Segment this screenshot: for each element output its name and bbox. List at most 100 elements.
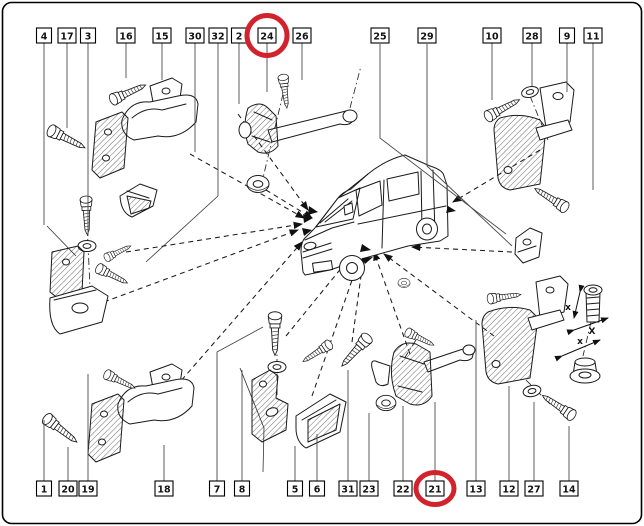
callout-box-26: [292, 27, 312, 44]
callout-box-4: [35, 27, 53, 44]
callout-8: 8: [233, 370, 251, 497]
side-mirror: [343, 202, 354, 216]
part-angle-bracket-30: [119, 183, 158, 218]
part-front-door-upper-hinge: [91, 77, 199, 179]
rear-wheel: [416, 217, 438, 241]
callout-number-7: 7: [214, 485, 221, 496]
leader-line-29: [426, 44, 513, 247]
callout-30: 30: [185, 27, 205, 152]
leader-line-25: [379, 44, 507, 235]
callout-5: 5: [286, 446, 304, 497]
leader-line-7: [216, 326, 264, 481]
callout-number-16: 16: [119, 32, 133, 43]
callout-number-23: 23: [362, 485, 375, 496]
callout-4: 4: [35, 27, 53, 225]
callout-16: 16: [116, 27, 136, 78]
callout-21: 21: [413, 402, 457, 507]
callout-number-20: 20: [61, 485, 75, 496]
headlight: [303, 241, 317, 251]
callout-number-14: 14: [562, 485, 576, 496]
callout-number-2: 2: [236, 32, 243, 43]
callout-number-17: 17: [60, 32, 73, 43]
callout-9: 9: [558, 27, 576, 92]
callout-box-3: [79, 27, 97, 44]
callout-box-14: [559, 480, 579, 497]
callout-12: 12: [499, 386, 519, 497]
callout-17: 17: [57, 27, 77, 128]
part-hinge-left-middle: [49, 245, 109, 335]
part-grommet-26: [246, 175, 270, 193]
callout-11: 11: [583, 27, 603, 190]
callout-number-32: 32: [211, 32, 224, 43]
highlight-circle-21: [413, 470, 457, 507]
callout-number-26: 26: [295, 32, 309, 43]
callout-10: 10: [482, 27, 502, 100]
callout-box-8: [233, 480, 251, 497]
license-plate: [312, 260, 334, 273]
callout-23: 23: [359, 413, 379, 497]
part-nut-23: [375, 394, 397, 412]
callout-1: 1: [35, 420, 53, 497]
callout-box-22: [393, 480, 413, 497]
callout-number-11: 11: [586, 32, 599, 43]
callout-number-4: 4: [41, 32, 48, 43]
callout-number-19: 19: [81, 485, 94, 496]
callout-number-28: 28: [525, 32, 539, 43]
callout-box-7: [208, 480, 226, 497]
callout-box-30: [185, 27, 205, 44]
callout-31: 31: [338, 370, 358, 497]
callout-box-11: [583, 27, 603, 44]
callout-number-15: 15: [155, 32, 168, 43]
callout-29: 29: [417, 27, 513, 247]
callout-18: 18: [154, 445, 174, 497]
part-roller-grommet: [397, 278, 411, 288]
callout-number-22: 22: [396, 485, 409, 496]
callout-number-21: 21: [428, 485, 441, 496]
callout-box-24: [257, 27, 277, 44]
part-front-door-check-strap: [238, 103, 358, 154]
van-illustration: [300, 154, 456, 281]
callout-20: 20: [58, 447, 78, 497]
part-rear-door-upper-hinge: [493, 81, 575, 191]
callout-box-13: [466, 480, 486, 497]
callout-box-32: [208, 27, 228, 44]
callout-number-6: 6: [314, 485, 321, 496]
callout-number-31: 31: [341, 485, 354, 496]
part-striker-bracket-8: [251, 369, 289, 443]
side-door-window: [386, 171, 420, 202]
callout-number-24: 24: [260, 32, 274, 43]
callout-box-29: [417, 27, 437, 44]
callout-22: 22: [393, 406, 413, 497]
highlight-circle-24: [244, 13, 290, 58]
callout-box-28: [522, 27, 542, 44]
callout-26: 26: [292, 27, 312, 80]
callout-box-10: [482, 27, 502, 44]
dimension-sketch: x X x: [554, 284, 609, 384]
callout-box-5: [286, 480, 304, 497]
callout-number-9: 9: [564, 32, 571, 43]
callout-number-5: 5: [292, 485, 299, 496]
dim-label-x2: X: [589, 327, 596, 337]
callout-number-8: 8: [239, 485, 246, 496]
callout-32: 32: [208, 27, 228, 196]
callout-3: 3: [79, 27, 97, 236]
hinge-point-arrows: [302, 206, 456, 264]
callout-15: 15: [152, 27, 172, 80]
callout-box-20: [58, 480, 78, 497]
callout-24: 24: [244, 13, 290, 92]
dim-label-x3: x: [577, 337, 583, 347]
callout-19: 19: [78, 374, 98, 497]
callout-box-25: [370, 27, 390, 44]
part-rear-door-lower-hinge: [481, 275, 569, 385]
callout-number-29: 29: [420, 32, 433, 43]
callout-box-15: [152, 27, 172, 44]
callout-number-30: 30: [188, 32, 202, 43]
callout-14: 14: [559, 426, 579, 497]
dim-label-x1: x: [565, 303, 571, 313]
callout-box-23: [359, 480, 379, 497]
part-sliding-door-check-strap: [371, 342, 476, 406]
callout-number-13: 13: [469, 485, 482, 496]
